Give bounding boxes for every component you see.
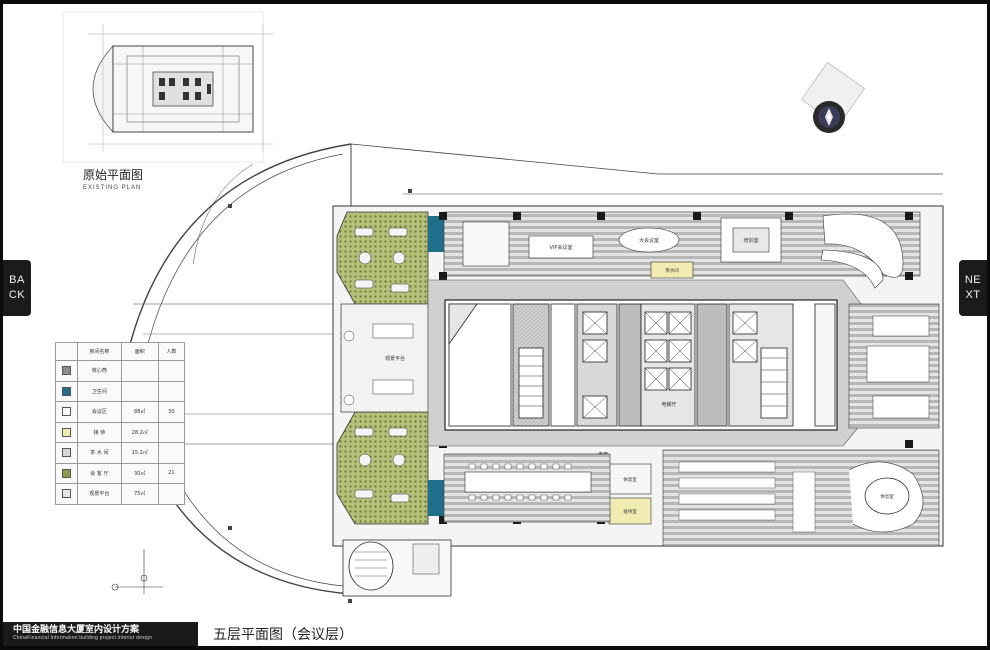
lounge-furniture xyxy=(354,227,410,503)
compass-icon xyxy=(800,61,866,133)
legend-header-row: 房间名称 面积 人数 xyxy=(55,342,186,361)
legend-cell-people xyxy=(157,360,186,382)
legend-cell-area: 75㎡ xyxy=(120,483,159,505)
room-label-meeting-a: VIP会议室 xyxy=(550,244,573,251)
legend-cell-area: 30㎡ xyxy=(120,462,159,484)
room-label-meeting-c: 培训室 xyxy=(743,237,758,244)
stair-bottom xyxy=(342,539,452,597)
legend-cell-name: 茶 水 间 xyxy=(77,442,122,464)
legend-row: 核心筒 xyxy=(55,360,186,382)
legend-cell-area xyxy=(120,380,159,402)
floor-plan-drawing: 观景平台 VIP会议室 大会议室 培训室 xyxy=(62,11,944,603)
legend-cell-area xyxy=(120,360,159,382)
legend-swatch xyxy=(62,386,71,396)
plan-title: 五层平面图（会议层） xyxy=(213,627,353,643)
legend-swatch xyxy=(62,427,71,437)
meeting-rooms-bottom xyxy=(464,463,592,501)
next-button[interactable]: NEXT xyxy=(959,260,987,316)
room-label-lounge-bottom: 休息室 xyxy=(880,493,894,500)
room-label-pantry-bottom: 接待室 xyxy=(623,508,637,515)
legend-cell-area: 28.2㎡ xyxy=(120,421,159,443)
classroom-desks xyxy=(678,461,816,533)
core-shafts xyxy=(448,303,836,427)
legend-cell-people: 21 xyxy=(157,462,186,484)
room-label-meeting-b: 大会议室 xyxy=(639,237,659,244)
meeting-labels-top: VIP会议室 大会议室 培训室 xyxy=(550,237,759,251)
oval-table-southeast xyxy=(864,477,910,515)
room-label-viewing: 观景平台 xyxy=(385,355,405,362)
elevator-crosses xyxy=(582,311,758,419)
reception-rooms xyxy=(608,261,694,525)
legend-swatch-cell xyxy=(55,360,78,382)
legend-cell-people xyxy=(157,421,186,443)
legend-swatch-cell xyxy=(55,483,78,505)
legend-header-area: 面积 xyxy=(120,342,159,361)
existing-plan-thumbnail xyxy=(62,11,273,163)
project-name-cn: 中国金融信息大厦室内设计方案 xyxy=(13,625,140,635)
legend-cell-people xyxy=(157,380,186,402)
room-label-pantry-top: 茶水间 xyxy=(665,267,679,274)
legend-cell-name: 卫生间 xyxy=(77,380,122,402)
legend-cell-name: 会议区 xyxy=(77,401,122,423)
grid-markers xyxy=(228,189,412,603)
legend-swatch-cell xyxy=(55,442,78,464)
legend-cell-name: 会 客 厅 xyxy=(77,462,122,484)
legend-cell-name: 核心筒 xyxy=(77,360,122,382)
legend-header-name: 房间名称 xyxy=(77,342,122,361)
lounge-zone-top xyxy=(336,211,429,305)
lobby-area: 观景平台 xyxy=(340,303,429,413)
legend-cell-area: 88㎡ xyxy=(120,401,159,423)
legend-swatch xyxy=(62,366,71,376)
axis-marker xyxy=(111,549,163,594)
legend-header-people: 人数 xyxy=(157,342,186,361)
legend-swatch-cell xyxy=(55,380,78,402)
back-button[interactable]: BACK xyxy=(3,260,31,316)
legend-swatch-cell xyxy=(55,462,78,484)
legend-swatch xyxy=(62,407,71,417)
existing-plan-caption: 原始平面图 EXISTING PLAN xyxy=(83,166,143,191)
project-name-en: ChinaFinancial Information building proj… xyxy=(13,635,153,641)
lounge-zone-bottom xyxy=(336,411,429,525)
legend-swatch-cell xyxy=(55,421,78,443)
legend-swatch xyxy=(62,448,71,458)
existing-plan-subtitle: EXISTING PLAN xyxy=(83,185,142,191)
legend-swatch xyxy=(62,468,71,478)
legend-cell-people xyxy=(157,483,186,505)
legend-cell-area: 15.2㎡ xyxy=(120,442,159,464)
legend-swatch-cell xyxy=(55,401,78,423)
training-desks-east xyxy=(866,315,930,419)
room-label-lounge-top: 休息室 xyxy=(623,476,637,483)
legend-swatch xyxy=(62,489,71,499)
existing-plan-title: 原始平面图 xyxy=(83,168,144,182)
room-label-elevator-hall: 电梯厅 xyxy=(661,401,676,408)
meeting-rooms-top xyxy=(462,213,904,289)
legend-cell-people xyxy=(157,442,186,464)
slide-canvas: 观景平台 VIP会议室 大会议室 培训室 xyxy=(3,4,987,646)
legend-row: 卫生间 xyxy=(55,380,186,402)
legend-cell-name: 接 待 xyxy=(77,421,122,443)
legend-cell-name: 观景平台 xyxy=(77,483,122,505)
project-footer: 中国金融信息大厦室内设计方案 ChinaFinancial Informatio… xyxy=(3,622,198,646)
legend-cell-people: 30 xyxy=(157,401,186,423)
